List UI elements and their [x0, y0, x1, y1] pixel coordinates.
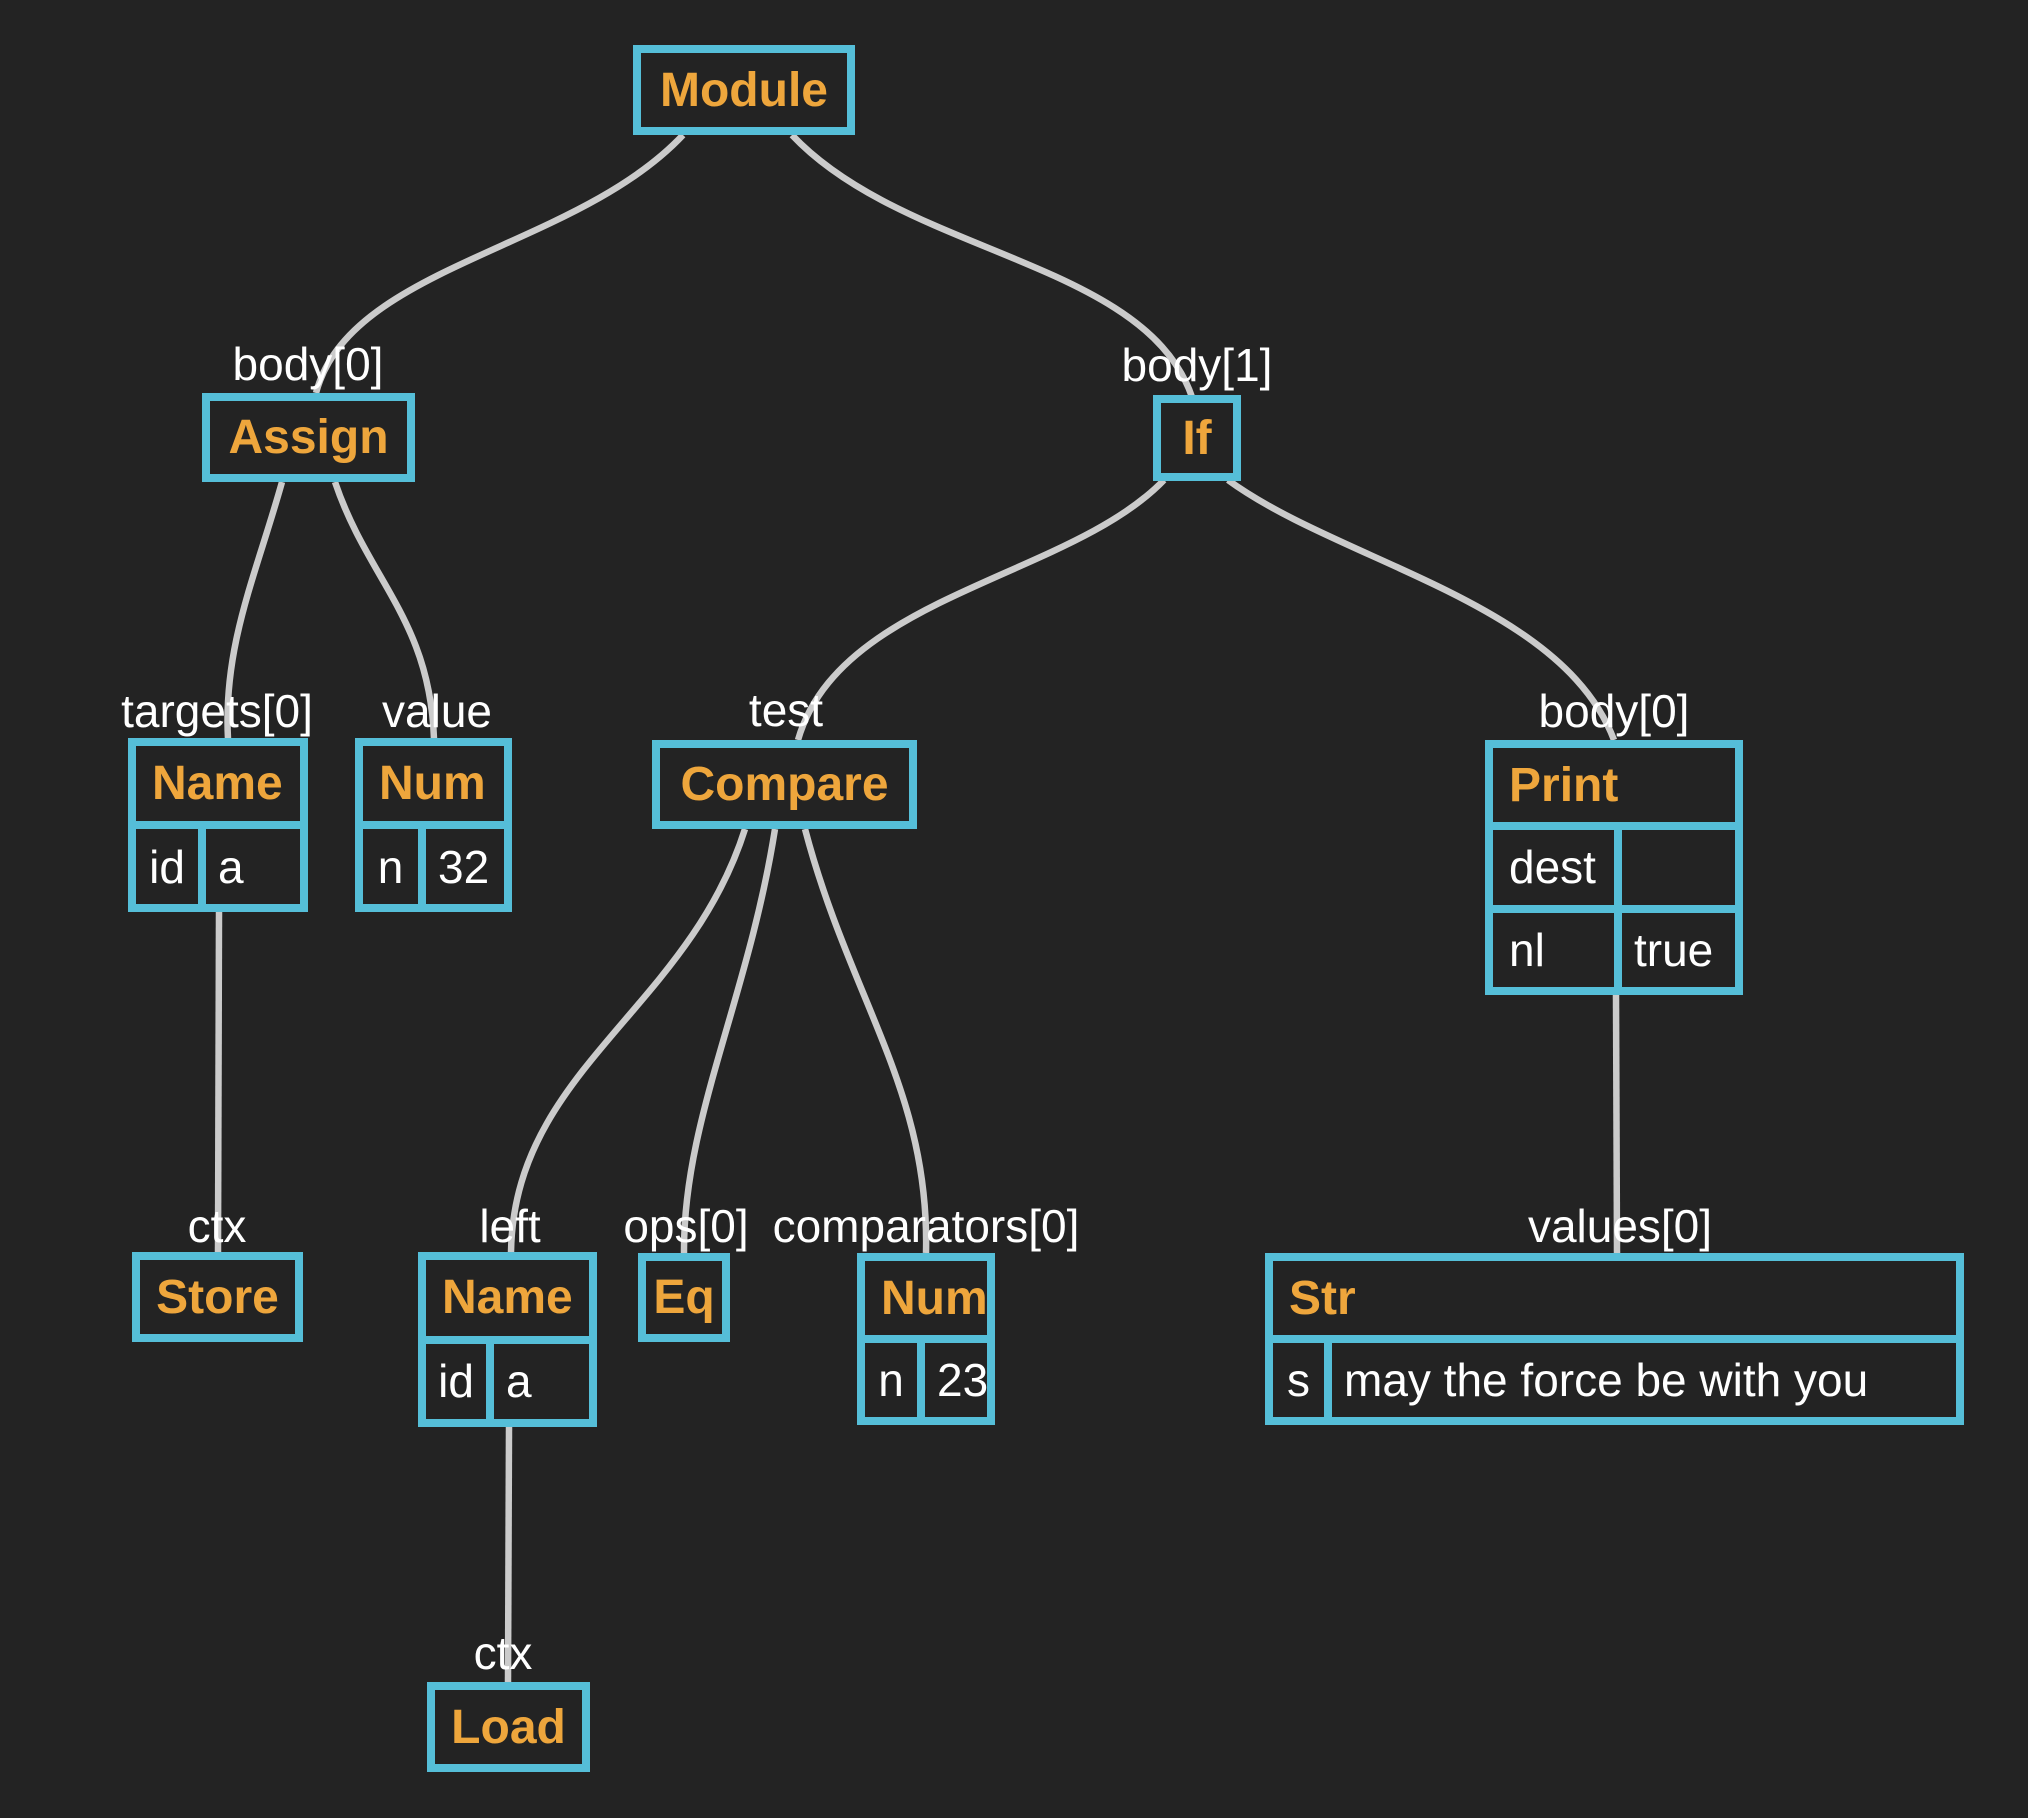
node-num-comparator-title: Num: [865, 1261, 987, 1335]
edge-compare-num: [801, 828, 930, 1254]
edge-if-print: [1226, 477, 1618, 742]
edge-label-body1-if: body[1]: [1121, 339, 1273, 391]
edge-module-if: [789, 132, 1196, 399]
node-assign: Assign: [202, 393, 415, 482]
field-key: n: [363, 829, 418, 904]
field-value: a: [206, 829, 300, 904]
field-key: dest: [1493, 830, 1614, 905]
node-compare-title: Compare: [660, 748, 909, 821]
edge-assign-num: [331, 480, 438, 740]
edge-label-values0: values[0]: [1527, 1200, 1713, 1252]
node-store: Store: [132, 1252, 303, 1342]
node-str: Str s may the force be with you: [1265, 1253, 1964, 1425]
node-print-title: Print: [1493, 748, 1735, 823]
edge-assign-name: [224, 481, 286, 740]
node-eq: Eq: [638, 1253, 730, 1342]
node-num-value-title: Num: [363, 746, 504, 821]
edge-name-load: [504, 1426, 513, 1683]
edge-if-compare: [794, 477, 1167, 741]
edge-label-test: test: [748, 684, 824, 736]
edge-name-store: [214, 911, 223, 1253]
field-key: nl: [1493, 912, 1614, 987]
edge-label-body0-assign: body[0]: [232, 338, 384, 390]
edge-label-targets0: targets[0]: [121, 685, 313, 737]
field-key: n: [865, 1343, 917, 1417]
edge-label-ctx-load: ctx: [473, 1627, 533, 1679]
node-load-title: Load: [435, 1690, 582, 1764]
node-name-targets-title: Name: [136, 746, 300, 821]
field-value: a: [494, 1343, 589, 1419]
node-print: Print dest nl true: [1485, 740, 1743, 995]
node-str-title: Str: [1273, 1261, 1956, 1335]
node-compare: Compare: [652, 740, 917, 829]
edge-module-assign: [312, 132, 686, 394]
field-value: may the force be with you: [1332, 1343, 1956, 1417]
field-value: 32: [426, 829, 504, 904]
edge-label-ops0: ops[0]: [623, 1200, 749, 1252]
edge-label-body0-print: body[0]: [1538, 685, 1690, 737]
edge-label-value: value: [382, 685, 492, 737]
node-name-left-title: Name: [426, 1260, 589, 1336]
field-key: id: [426, 1343, 486, 1419]
node-assign-title: Assign: [210, 401, 407, 474]
node-if-title: If: [1161, 403, 1233, 473]
node-num-value: Num n 32: [355, 738, 512, 912]
edge-label-comparators0: comparators[0]: [772, 1200, 1080, 1252]
field-value: 23: [925, 1343, 987, 1417]
node-store-title: Store: [140, 1260, 295, 1334]
node-if: If: [1153, 395, 1241, 481]
edge-print-str: [1612, 994, 1621, 1254]
node-eq-title: Eq: [646, 1261, 722, 1334]
field-value: true: [1622, 912, 1735, 987]
node-module: Module: [633, 45, 855, 135]
node-name-targets: Name id a: [128, 738, 308, 912]
field-value: [1622, 830, 1735, 905]
field-key: id: [136, 829, 198, 904]
edge-label-left: left: [479, 1200, 541, 1252]
node-load: Load: [427, 1682, 590, 1772]
field-key: s: [1273, 1343, 1324, 1417]
node-num-comparator: Num n 23: [857, 1253, 995, 1425]
node-name-left: Name id a: [418, 1252, 597, 1427]
edge-compare-eq: [680, 828, 779, 1254]
edge-compare-name: [507, 828, 749, 1253]
edge-label-ctx-store: ctx: [187, 1200, 247, 1252]
node-module-title: Module: [641, 53, 847, 127]
